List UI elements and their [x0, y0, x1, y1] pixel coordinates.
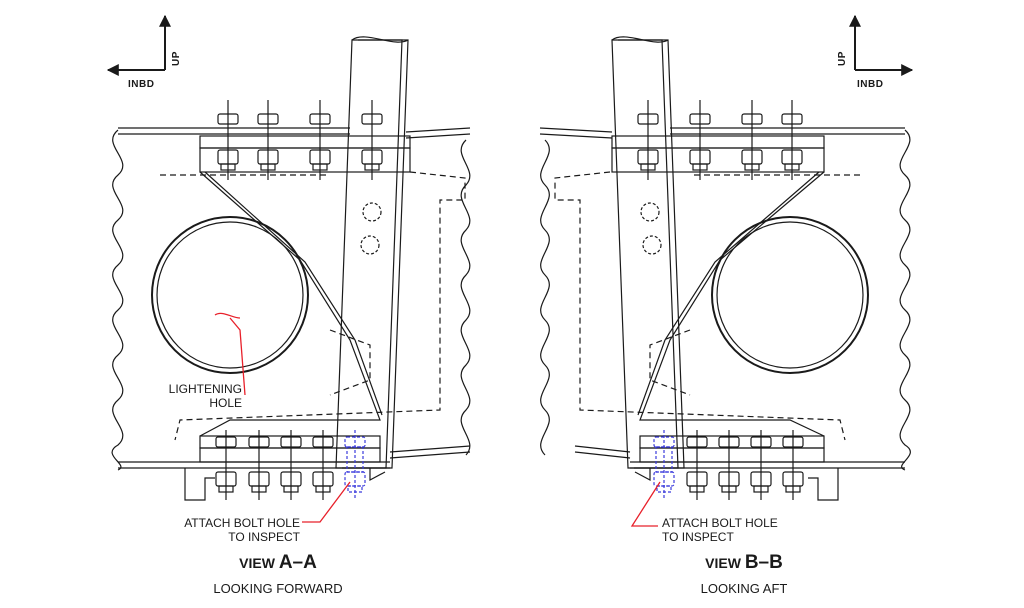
view-a-bolt-callout-line1: ATTACH BOLT HOLE [184, 516, 300, 530]
view-a-lightening-hole-callout: LIGHTENING HOLE [124, 382, 242, 410]
view-a-bottom-clip [184, 468, 215, 501]
view-a-title-prefix: VIEW [239, 555, 275, 571]
view-b-orientation-arrows [849, 14, 914, 76]
view-a-bolt-callout-line2: TO INSPECT [228, 530, 300, 544]
view-a-drawing [106, 14, 471, 523]
view-b-bottom-clip [808, 468, 839, 501]
view-a-orientation-arrows [106, 14, 171, 76]
view-a-inspect-bolt [344, 430, 366, 500]
view-a-axis-inbd-label: INBD [128, 79, 155, 90]
view-b-title-prefix: VIEW [705, 555, 741, 571]
view-a-lightening-hole-line2: HOLE [209, 396, 242, 410]
view-b-leaders [630, 481, 661, 527]
view-a-title-id: A–A [278, 552, 317, 573]
view-a-title: VIEW A–A [178, 553, 378, 572]
view-a-lightening-hole-line1: LIGHTENING [168, 382, 242, 396]
view-a-subtitle: LOOKING FORWARD [213, 581, 343, 596]
view-a-bolt-callout: ATTACH BOLT HOLE TO INSPECT [150, 516, 300, 544]
view-b-inspect-bolt [653, 430, 675, 500]
view-a-wavy-edge-left [111, 129, 124, 471]
view-b-bolt-callout-line1: ATTACH BOLT HOLE [662, 516, 778, 530]
view-b-bolt-callout: ATTACH BOLT HOLE TO INSPECT [662, 516, 812, 544]
view-b-subtitle: LOOKING AFT [700, 581, 788, 596]
view-b-title-id: B–B [744, 552, 783, 573]
view-a-lightening-hole [151, 216, 309, 374]
view-a-wavy-edge-right [460, 139, 471, 456]
view-b-wavy-edge-left [540, 139, 550, 456]
view-a-axis-up-label: UP [171, 51, 182, 66]
view-a-top-bolts [217, 100, 383, 180]
view-a-bottom-bolts [215, 430, 334, 500]
view-a-leaders [214, 312, 351, 523]
view-b-axis-up-label: UP [837, 51, 848, 66]
view-b-axis-inbd-label: INBD [857, 79, 884, 90]
view-b-wavy-edge-right [899, 129, 911, 471]
view-b-top-bolts [637, 100, 803, 180]
view-b-lightening-hole [711, 216, 869, 374]
view-b-drawing [539, 14, 914, 527]
view-b-bottom-bolts [686, 430, 804, 500]
view-b-title: VIEW B–B [644, 553, 844, 572]
view-b-bolt-callout-line2: TO INSPECT [662, 530, 734, 544]
